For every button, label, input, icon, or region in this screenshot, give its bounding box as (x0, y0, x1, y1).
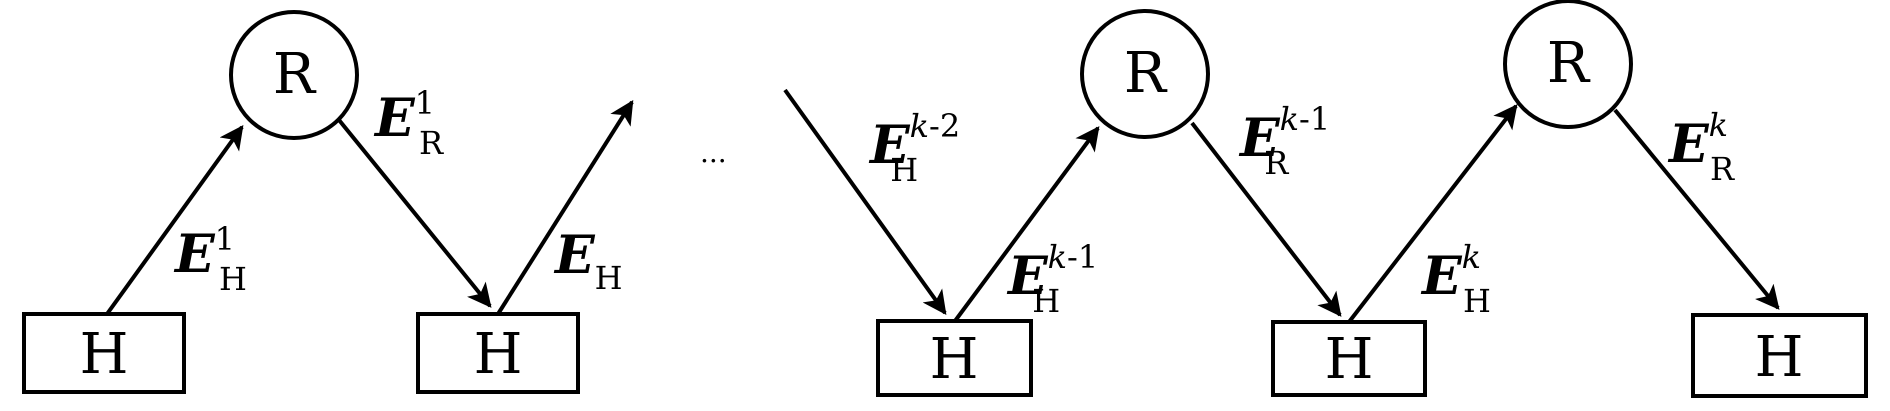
edge-in-h3 (783, 88, 947, 315)
edge-h3-r2 (953, 126, 1100, 323)
node-r2-label: R (1124, 41, 1168, 106)
label-e5-sub: H (1032, 282, 1060, 320)
label-e4-sub: H (890, 151, 918, 189)
node-h5-label: H (1755, 325, 1804, 390)
label-e3: EH (553, 225, 623, 297)
node-h2-label: H (474, 322, 523, 387)
label-e1-main: E (173, 224, 216, 285)
node-h5: H (1691, 313, 1868, 398)
node-h3: H (876, 319, 1033, 397)
node-h1: H (22, 312, 186, 394)
edge-r3-h5 (1613, 108, 1780, 310)
label-e8-sub: R (1710, 150, 1735, 188)
label-e6-sup-rest: -1 (1299, 100, 1330, 138)
edge-r1-h2 (337, 118, 492, 308)
ellipsis: ... (700, 136, 727, 169)
label-e1-sub: H (219, 260, 247, 298)
node-r2: R (1080, 9, 1210, 139)
label-e4-sup-k: k (910, 107, 929, 145)
label-e5-sup-rest: -1 (1067, 238, 1098, 276)
node-r1-label: R (273, 42, 317, 107)
label-e3-main: E (553, 225, 596, 286)
node-r1: R (229, 10, 359, 140)
node-h4-label: H (1325, 327, 1374, 392)
label-e6-main: E (1238, 108, 1281, 169)
label-e2-sub: R (419, 124, 444, 162)
label-e7-sub: H (1463, 282, 1491, 320)
label-e4-main: E (868, 115, 911, 176)
label-e5-sup-k: k (1048, 238, 1067, 276)
label-e3-sub: H (595, 259, 623, 297)
label-e2-sup: 1 (415, 84, 435, 122)
label-e4-sup-rest: -2 (929, 107, 960, 145)
node-h2: H (416, 312, 580, 394)
edge-h2-out (496, 99, 634, 316)
label-e8-main: E (1667, 114, 1710, 175)
node-h1-label: H (80, 322, 129, 387)
label-e1-sup: 1 (215, 220, 235, 258)
node-r3: R (1503, 0, 1633, 129)
label-e2-main: E (373, 88, 416, 149)
label-e6-sub: R (1264, 144, 1289, 182)
label-e8-sup-k: k (1709, 106, 1728, 144)
label-e6-sup-k: k (1280, 100, 1299, 138)
label-e5-main: E (1006, 246, 1049, 307)
label-e7-main: E (1420, 246, 1463, 307)
node-h4: H (1271, 320, 1427, 397)
node-r3-label: R (1547, 31, 1591, 96)
node-h3-label: H (930, 327, 979, 392)
label-e7-sup-k: k (1462, 238, 1481, 276)
edge-h4-r3 (1347, 104, 1518, 324)
edge-r2-h4 (1190, 121, 1342, 317)
edge-h1-r1 (105, 125, 244, 316)
